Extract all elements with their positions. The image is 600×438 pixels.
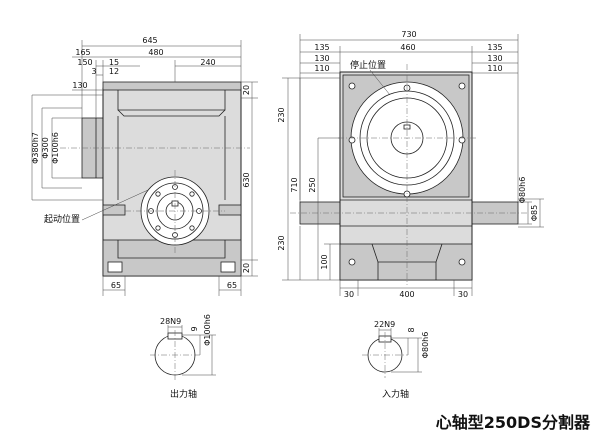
dim-side-d85: Φ85	[530, 205, 539, 221]
dim-side-400: 400	[399, 290, 414, 299]
dim-side-730: 730	[401, 30, 416, 39]
dim-front-3: 3	[91, 67, 96, 76]
dim-front-240: 240	[200, 58, 215, 67]
dim-side-100: 100	[320, 254, 329, 269]
dim-front-480: 480	[148, 48, 163, 57]
input-keyway-width: 22N9	[374, 320, 395, 329]
dim-front-12: 12	[109, 67, 119, 76]
dim-side-230-bottom: 230	[277, 235, 286, 250]
output-shaft-section: 28N9 9 Φ100h6 出力轴	[150, 314, 216, 400]
output-shaft-diameter: Φ100h6	[203, 314, 212, 346]
dim-side-130-right: 130	[487, 54, 502, 63]
dim-front-20-top: 20	[242, 85, 251, 95]
input-shaft-diameter: Φ80h6	[421, 332, 430, 359]
input-keyway-depth: 8	[407, 327, 416, 332]
output-shaft-label: 出力轴	[170, 388, 197, 400]
front-view: 645 165 480 150 15 240 3 12 130 Φ380h7 Φ…	[31, 36, 258, 296]
dim-side-110-left: 110	[314, 64, 329, 73]
dim-front-65-left: 65	[111, 281, 121, 290]
dim-side-135-left: 135	[314, 43, 329, 52]
dim-front-130: 130	[72, 81, 87, 90]
stop-position-label: 停止位置	[350, 59, 386, 71]
dim-side-710: 710	[290, 177, 299, 192]
dim-side-110-right: 110	[487, 64, 502, 73]
input-shaft-label: 入力轴	[382, 388, 409, 400]
dim-side-30-left: 30	[344, 290, 354, 299]
dim-side-460: 460	[400, 43, 415, 52]
dim-front-65-right: 65	[227, 281, 237, 290]
dim-front-20-bottom: 20	[242, 263, 251, 273]
side-view: 730 135 460 135 130 130 110 110 停止位置 230…	[277, 30, 544, 299]
dim-side-30-right: 30	[458, 290, 468, 299]
dim-side-135-right: 135	[487, 43, 502, 52]
dim-front-d300: Φ300	[41, 137, 50, 159]
dim-side-250: 250	[308, 177, 317, 192]
dim-front-645: 645	[142, 36, 157, 45]
dim-side-230-top: 230	[277, 107, 286, 122]
dim-side-d80h6: Φ80h6	[518, 177, 527, 204]
start-position-label: 起动位置	[44, 213, 80, 225]
dim-front-15: 15	[109, 58, 119, 67]
input-shaft-section: 22N9 8 Φ80h6 入力轴	[362, 320, 430, 400]
dim-front-d380h7: Φ380h7	[31, 132, 40, 164]
drawing-title: 心轴型250DS分割器	[436, 413, 591, 432]
dim-front-165: 165	[75, 48, 90, 57]
output-keyway-depth: 9	[190, 326, 199, 331]
dim-front-630: 630	[242, 172, 251, 187]
dim-front-d100h6: Φ100h6	[51, 132, 60, 164]
dim-front-150: 150	[77, 58, 92, 67]
dim-side-130-left: 130	[314, 54, 329, 63]
output-keyway-width: 28N9	[160, 317, 181, 326]
